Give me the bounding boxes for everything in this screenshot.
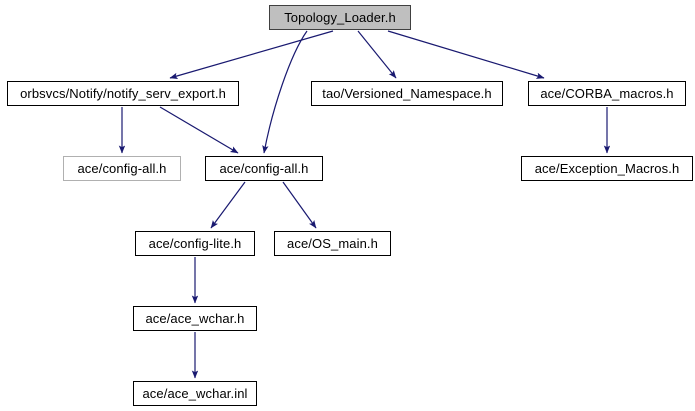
- graph-edge: [262, 30, 308, 154]
- graph-node-label: ace/ace_wchar.inl: [142, 386, 248, 401]
- graph-node-configall_r[interactable]: ace/config-all.h: [205, 156, 323, 181]
- graph-node-osmain[interactable]: ace/OS_main.h: [274, 231, 391, 256]
- graph-edge: [210, 181, 246, 229]
- graph-node-label: ace/config-all.h: [77, 161, 167, 176]
- graph-node-versioned[interactable]: tao/Versioned_Namespace.h: [311, 81, 503, 106]
- graph-node-label: ace/config-all.h: [219, 161, 309, 176]
- graph-edge: [159, 106, 239, 154]
- graph-edge: [357, 30, 397, 79]
- graph-node-configall_l[interactable]: ace/config-all.h: [63, 156, 181, 181]
- graph-node-label: ace/ace_wchar.h: [145, 311, 245, 326]
- graph-node-exception[interactable]: ace/Exception_Macros.h: [521, 156, 693, 181]
- graph-edge: [169, 30, 334, 79]
- graph-node-label: orbsvcs/Notify/notify_serv_export.h: [20, 86, 226, 101]
- graph-node-label: ace/CORBA_macros.h: [540, 86, 674, 101]
- graph-edge: [387, 30, 545, 79]
- graph-node-label: ace/config-lite.h: [148, 236, 242, 251]
- graph-node-orbsvcs[interactable]: orbsvcs/Notify/notify_serv_export.h: [7, 81, 239, 106]
- graph-node-label: ace/Exception_Macros.h: [534, 161, 680, 176]
- graph-node-configlite[interactable]: ace/config-lite.h: [135, 231, 255, 256]
- graph-node-label: tao/Versioned_Namespace.h: [322, 86, 492, 101]
- graph-node-label: ace/OS_main.h: [287, 236, 378, 251]
- graph-node-acewchar_inl[interactable]: ace/ace_wchar.inl: [133, 381, 257, 406]
- graph-node-root[interactable]: Topology_Loader.h: [269, 5, 411, 30]
- graph-edge: [282, 181, 317, 229]
- graph-node-corbamacros[interactable]: ace/CORBA_macros.h: [528, 81, 686, 106]
- graph-node-acewchar_h[interactable]: ace/ace_wchar.h: [133, 306, 257, 331]
- graph-node-label: Topology_Loader.h: [284, 10, 396, 25]
